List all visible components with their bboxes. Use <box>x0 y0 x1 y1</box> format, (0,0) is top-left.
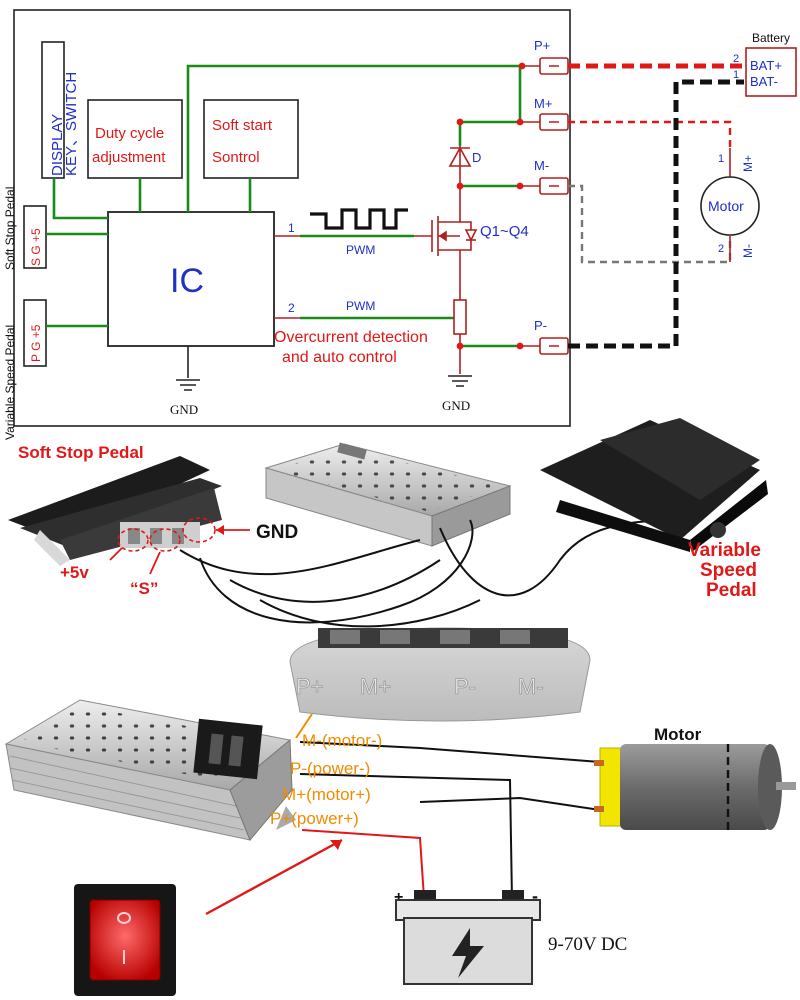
variable-speed-pedal-image <box>540 418 768 552</box>
pedals-photo: Soft Stop Pedal GND +5v “S” <box>8 418 768 628</box>
shunt-resistor <box>453 299 467 335</box>
motor-image <box>594 744 796 830</box>
pg5-label: P G +5 <box>29 324 43 362</box>
variable-line2: Speed <box>700 560 757 581</box>
motor-pin2-label: 2 <box>718 243 724 255</box>
term-m-plus-label: M+ <box>534 96 552 111</box>
switch-arrow <box>205 838 343 916</box>
wire-m-minus-label: M-(motor-) <box>302 731 382 750</box>
s-marker <box>149 528 181 552</box>
wire-p-minus-label: P-(power-) <box>290 759 370 778</box>
mosfet-label: Q1~Q4 <box>480 223 529 240</box>
gnd-right-label: GND <box>442 398 470 413</box>
soft-start-line1: Soft start <box>212 117 273 134</box>
schematic-diagram: DISPLAY KEY、SWITCH S G +5 P G +5 Soft St… <box>3 9 797 440</box>
term-p-minus-label: P- <box>534 318 547 333</box>
duty-cycle-line2: adjustment <box>92 149 166 166</box>
motor-m-minus-label: M- <box>741 244 755 258</box>
pwm-waveform <box>310 208 408 230</box>
wire-p-minus-dashed <box>568 79 744 349</box>
terminal-engraving-closeup: P+ M+ P- M- <box>289 627 591 722</box>
battery-box <box>745 47 797 97</box>
pg5-connector <box>23 299 47 367</box>
soft-start-box <box>203 99 299 179</box>
battery-photo-minus: - <box>532 886 538 906</box>
diode-label: D <box>472 150 481 165</box>
battery-photo-image <box>395 890 541 985</box>
schematic-frame <box>13 9 571 427</box>
bat-minus-label: BAT- <box>750 74 778 89</box>
overcurrent-line2: and auto control <box>282 349 397 366</box>
display-label: DISPLAY <box>49 114 66 176</box>
variable-line1: Variable <box>688 540 761 561</box>
engraved-p-minus: P- <box>454 674 476 699</box>
engraved-p-plus: P+ <box>296 674 324 699</box>
term-m-minus-label: M- <box>534 158 549 173</box>
ic-block <box>107 211 275 347</box>
soft-stop-pedal-side-label: Soft Stop Pedal <box>3 187 17 270</box>
variable-line3: Pedal <box>706 580 757 601</box>
motor-symbol <box>700 176 760 236</box>
bat-plus-label: BAT+ <box>750 58 782 73</box>
overcurrent-line1: Overcurrent detection <box>274 329 428 346</box>
s-photo-label: “S” <box>130 579 158 598</box>
gnd-left-label: GND <box>170 402 198 417</box>
wire-p-plus-label: P+(power+) <box>270 809 359 828</box>
motor-m-plus-label: M+ <box>741 155 755 172</box>
motor-symbol-label: Motor <box>708 198 744 214</box>
duty-cycle-box <box>87 99 183 179</box>
sg5-label: S G +5 <box>29 228 43 266</box>
bat-pin1-label: 1 <box>733 69 739 81</box>
lightning-icon <box>452 928 484 978</box>
soft-start-line2: Sontrol <box>212 149 260 166</box>
engraved-m-minus: M- <box>518 674 544 699</box>
pin1-label: 1 <box>288 221 295 235</box>
soft-stop-pedal-image <box>8 456 222 566</box>
motor-photo-title: Motor <box>654 725 702 744</box>
pwm-bottom-label: PWM <box>346 299 375 313</box>
gnd-marker <box>182 517 216 543</box>
wiring-photo: P+ M+ P- M- <box>4 627 796 996</box>
plus5v-marker <box>117 528 149 552</box>
bat-pin2-label: 2 <box>733 53 739 65</box>
plus5v-photo-label: +5v <box>60 563 89 582</box>
battery-title: Battery <box>752 31 790 45</box>
pwm-top-label: PWM <box>346 243 375 257</box>
soft-stop-title: Soft Stop Pedal <box>18 443 144 462</box>
variable-speed-pedal-side-label: Variable Speed Pedal <box>3 325 17 440</box>
motor-pin1-label: 1 <box>718 153 724 165</box>
diode-symbol <box>448 146 472 167</box>
key-switch-label: KEY、SWITCH <box>63 72 80 176</box>
wire-m-plus-dashed <box>568 120 732 148</box>
ground-symbol-left <box>176 379 200 391</box>
engraved-m-plus: M+ <box>360 674 391 699</box>
term-p-plus-label: P+ <box>534 38 550 53</box>
mosfet-symbol <box>414 212 478 256</box>
ground-symbol-right <box>448 375 472 387</box>
duty-cycle-line1: Duty cycle <box>95 125 164 142</box>
gnd-photo-label: GND <box>256 522 298 543</box>
ic-label: IC <box>170 262 204 300</box>
pin2-label: 2 <box>288 301 295 315</box>
voltage-label: 9-70V DC <box>548 934 627 955</box>
controller-box-image <box>4 699 296 841</box>
sg5-connector <box>23 205 47 269</box>
controller-box-top-image <box>264 442 512 547</box>
power-switch-image[interactable] <box>74 884 176 996</box>
wire-m-plus-label: M+(motor+) <box>282 785 371 804</box>
battery-photo-plus: + <box>394 889 403 906</box>
